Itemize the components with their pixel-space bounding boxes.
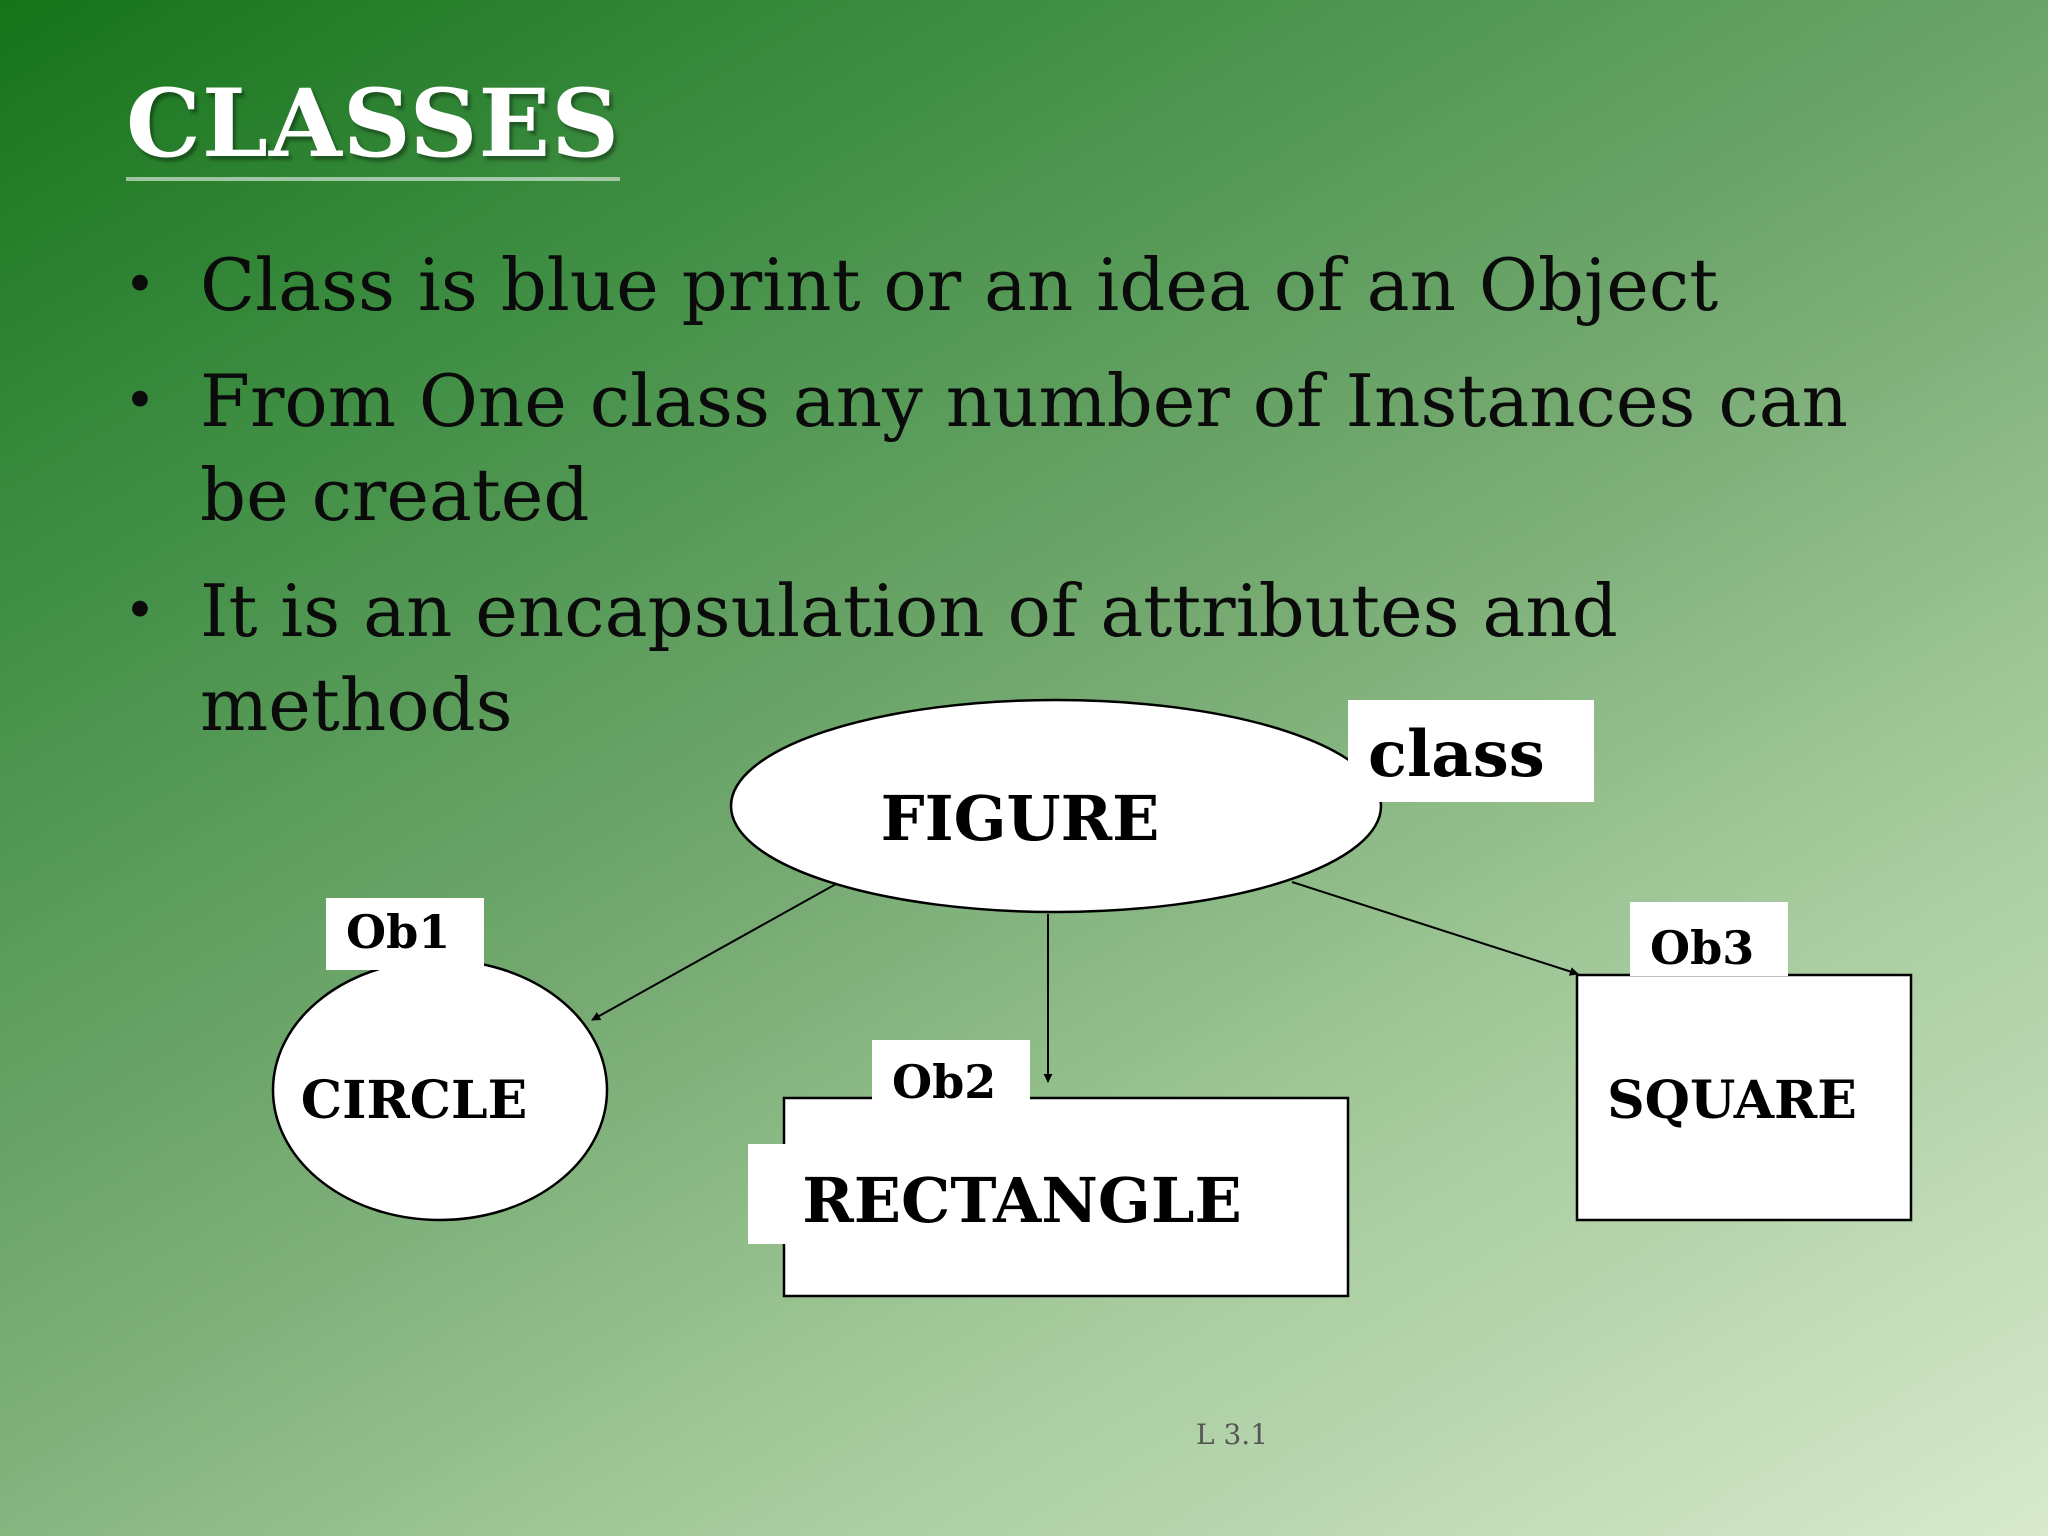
- bullet-item: • From One class any number of Instances…: [120, 354, 1930, 542]
- arrow-to-square: [1291, 881, 1579, 976]
- ob3-tag: Ob3: [1650, 921, 1754, 975]
- ob2-tag: Ob2: [892, 1055, 996, 1109]
- ob2-tag-box: [872, 1040, 1030, 1112]
- arrow-to-circle: [591, 883, 837, 1021]
- bullet-icon: •: [124, 579, 156, 642]
- ob3-tag-box: [1630, 902, 1788, 976]
- rectangle-object-shape: [782, 1096, 1350, 1298]
- bullet-item: • Class is blue print or an idea of an O…: [120, 238, 1930, 332]
- ob1-tag-box: [326, 898, 484, 970]
- bullet-text: It is an encapsulation of attributes and…: [200, 569, 1618, 747]
- bullet-item: • It is an encapsulation of attributes a…: [120, 564, 1930, 752]
- bullet-text: Class is blue print or an idea of an Obj…: [200, 243, 1719, 327]
- class-label: class: [1368, 717, 1545, 792]
- slide-title: CLASSES: [126, 71, 621, 182]
- square-object-shape: [1575, 973, 1913, 1222]
- circle-object-name: CIRCLE: [301, 1070, 528, 1131]
- bullet-icon: •: [124, 253, 156, 316]
- ob1-tag: Ob1: [346, 905, 450, 959]
- rectangle-object-offset-panel: [748, 1144, 820, 1244]
- bullet-list: • Class is blue print or an idea of an O…: [120, 238, 1930, 774]
- rectangle-object-name: RECTANGLE: [802, 1164, 1241, 1237]
- class-ellipse: [729, 698, 1383, 914]
- bullet-icon: •: [124, 369, 156, 432]
- square-object-name: SQUARE: [1607, 1070, 1857, 1131]
- bullet-text: From One class any number of Instances c…: [200, 359, 1848, 537]
- class-name: FIGURE: [881, 782, 1160, 855]
- class-label-box: [1348, 700, 1594, 802]
- slide-footer: L 3.1: [1196, 1418, 1269, 1451]
